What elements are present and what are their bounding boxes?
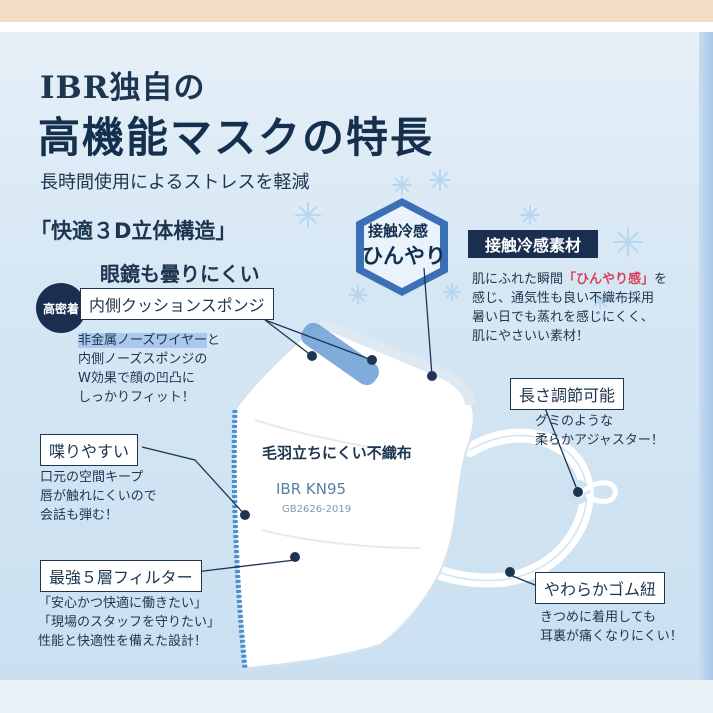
package-fold xyxy=(0,22,713,32)
nose-wire-highlight: 非金属ノーズワイヤー xyxy=(78,333,207,348)
nose-wire-line2: 内側ノーズスポンジの xyxy=(78,352,208,367)
title-line1: IBR独自の xyxy=(40,70,206,106)
cool-desc-line3: 暑い日でも蒸れを感じにくく、 xyxy=(472,310,654,325)
length-adjust-label: 長さ調節可能 xyxy=(510,378,625,410)
strap-desc-line1: きつめに着用しても xyxy=(540,610,656,625)
cool-desc-line1-post: を xyxy=(654,272,668,287)
subtitle: 長時間使用によるストレスを軽減 xyxy=(40,172,310,193)
filter-desc-line1: 「安心かつ快適に働きたい」 xyxy=(38,596,208,611)
filter-desc-line2: 「現場のスタッフを守りたい」 xyxy=(38,615,221,630)
package-top-edge xyxy=(0,0,713,22)
inner-cushion-label: 内側クッションスポンジ xyxy=(80,288,274,320)
easy-speak-desc: 口元の空間キープ 唇が触れにくいので 会話も弾む！ xyxy=(40,468,157,525)
cool-hex-line1: 接触冷感 xyxy=(368,222,429,240)
strap-desc-line2: 耳裏が痛くなりにくい！ xyxy=(540,629,683,644)
nose-wire-line4: しっかりフィット！ xyxy=(78,390,195,405)
speak-desc-line2: 唇が触れにくいので xyxy=(40,489,157,504)
speak-desc-line3: 会話も弾む！ xyxy=(40,508,119,523)
cool-desc-emphasis: 「ひんやり感」 xyxy=(563,272,655,287)
mask-standard-text: GB2626-2019 xyxy=(282,504,352,515)
length-desc-line2: 柔らかアジャスター！ xyxy=(535,433,664,448)
cool-material-label: 接触冷感素材 xyxy=(468,230,598,258)
cool-desc-line1: 肌にふれた瞬間 xyxy=(472,272,564,287)
cool-hexagon-icon xyxy=(356,198,448,296)
cool-desc-line2: 感じ、通気性も良い不織布採用 xyxy=(472,291,655,306)
mask-fabric-text: 毛羽立ちにくい不織布 xyxy=(262,444,412,462)
easy-speak-label: 喋りやすい xyxy=(40,434,139,466)
high-fit-badge: 高密着 xyxy=(36,283,86,333)
package-side-edge xyxy=(699,32,713,682)
cool-hex-line2: ひんやり xyxy=(362,244,446,268)
cool-material-desc: 肌にふれた瞬間「ひんやり感」を 感じ、通気性も良い不織布採用 暑い日でも蒸れを感… xyxy=(472,270,667,346)
package-bottom-edge xyxy=(0,680,713,713)
filter-desc: 「安心かつ快適に働きたい」 「現場のスタッフを守りたい」 性能と快適性を備えた設… xyxy=(38,594,220,651)
length-desc-line1: グミのような xyxy=(535,414,614,429)
nose-wire-line3: W効果で顔の凹凸に xyxy=(78,371,195,386)
mask-model-text: IBR KN95 xyxy=(276,480,347,498)
nose-wire-desc: 非金属ノーズワイヤーと 内側ノーズスポンジの W効果で顔の凹凸に しっかりフィッ… xyxy=(78,331,220,407)
filter-desc-line3: 性能と快適性を備えた設計！ xyxy=(38,634,208,649)
nose-wire-line1-rest: と xyxy=(206,333,220,348)
snowflake-icons xyxy=(295,169,643,309)
structure-heading: 「快適３D立体構造」 xyxy=(30,219,237,243)
soft-strap-label: やわらかゴム紐 xyxy=(535,572,666,604)
speak-desc-line1: 口元の空間キープ xyxy=(40,470,144,485)
leader-lines xyxy=(141,267,579,586)
cool-desc-line4: 肌にやさいい素材！ xyxy=(472,329,590,344)
filter-label: 最強５層フィルター xyxy=(40,560,202,592)
ear-strap xyxy=(413,428,618,588)
mask-illustration xyxy=(231,317,475,670)
title-line2: 高機能マスクの特長 xyxy=(38,113,435,162)
soft-strap-desc: きつめに着用しても 耳裏が痛くなりにくい！ xyxy=(540,608,683,646)
length-adjust-desc: グミのような 柔らかアジャスター！ xyxy=(535,412,664,450)
no-fog-heading: 眼鏡も曇りにくい xyxy=(100,262,260,286)
leader-dots xyxy=(240,351,583,577)
